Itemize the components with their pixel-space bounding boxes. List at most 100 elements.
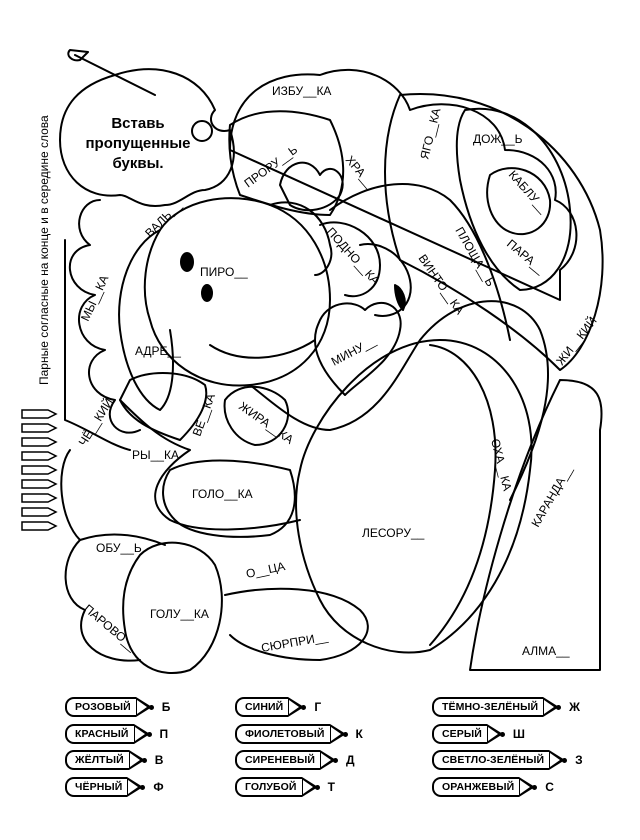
legend-letter: В [154, 753, 164, 767]
legend-letter: Г [314, 700, 322, 714]
legend-letter: С [545, 780, 554, 794]
legend-letter: Д [346, 753, 355, 767]
word-chetkiy: ЧЁ__КИЙ [75, 395, 116, 448]
instruction-line-1: Вставь [111, 115, 164, 132]
legend-color-label: КРАСНЫЙ [65, 724, 134, 744]
background-right-panel [469, 379, 603, 671]
word-podnoska: ПОДНО__КА [324, 225, 383, 288]
word-zhidkiy: ЖИ__КИЙ [553, 313, 600, 367]
tail-shape [119, 372, 208, 441]
pencil-tip-icon [329, 724, 348, 744]
legend-item: ГОЛУБОЙ Т [235, 776, 335, 798]
dog-ear-right [269, 201, 333, 276]
legend-color-label: СВЕТЛО-ЗЕЛЁНЫЙ [432, 750, 550, 770]
legend-item: ТЁМНО-ЗЕЛЁНЫЙ Ж [432, 696, 580, 718]
pencil-tip-icon [133, 724, 152, 744]
hat-region-large [384, 93, 604, 371]
legend-color-label: СЕРЫЙ [432, 724, 487, 744]
paintbrush [67, 49, 156, 96]
dog-paw-top [279, 161, 344, 212]
legend-letter: Ш [512, 727, 525, 741]
legend-item: РОЗОВЫЙ Б [65, 696, 170, 718]
pencil-tip-icon [320, 750, 339, 770]
word-syurpriz: СЮРПРИ__ [260, 629, 329, 655]
legend-item: СИРЕНЕВЫЙ Д [235, 749, 355, 771]
palette-thumb-hole [191, 120, 213, 142]
background-cloud-left [68, 199, 141, 434]
ball [359, 243, 412, 317]
dog-eye-right [201, 284, 213, 302]
pencil-tip-icon [486, 724, 505, 744]
word-golovka: ГОЛО__КА [192, 487, 253, 501]
legend-item: ОРАНЖЕВЫЙ С [432, 776, 554, 798]
legend-letter: Б [161, 700, 171, 714]
instruction-line-2: пропущенные [85, 135, 190, 152]
word-adres: АДРЕ__ [135, 344, 181, 358]
hat-region-inner [455, 107, 572, 291]
legend-letter: Ж [569, 700, 580, 714]
legend-color-label: ГОЛУБОЙ [235, 777, 302, 797]
hat-region-top [486, 167, 552, 236]
word-okha: ОХА__КА [488, 437, 514, 492]
leaf-shape [223, 385, 290, 446]
word-izbushka: ИЗБУ__КА [272, 84, 331, 98]
word-otsa: О__ЦА [245, 559, 287, 581]
word-minus: МИНУ__ [329, 333, 378, 368]
word-kabluk: КАБЛУ__ [506, 168, 551, 216]
bowl-shape [162, 459, 296, 538]
dog-paw-hand [319, 221, 381, 298]
word-myshka: МЫ__КА [78, 273, 111, 323]
cone-large [295, 339, 533, 654]
ball-patch [394, 284, 406, 311]
legend-item: ЖЁЛТЫЙ В [65, 749, 163, 771]
floor-line [79, 533, 166, 546]
word-dozhd: ДОЖ__Ь [473, 132, 523, 146]
word-vinto: ВИНТО__КА [416, 252, 467, 317]
pencil-tip-icon [549, 750, 568, 770]
legend-letter: Т [327, 780, 335, 794]
plate-shape [224, 587, 369, 661]
pencil-tip-icon [543, 697, 562, 717]
word-khrap: ХРА__ [343, 153, 377, 190]
word-obuv: ОБУ__Ь [96, 541, 142, 555]
legend-item: ФИОЛЕТОВЫЙ К [235, 723, 363, 745]
word-karandash: КАРАНДА__ [528, 463, 574, 529]
legend-item: СЕРЫЙ Ш [432, 723, 525, 745]
pencil-tip-icon [301, 777, 320, 797]
heart-shape [314, 301, 402, 396]
word-piro: ПИРО__ [200, 265, 248, 279]
pencils-icon [21, 409, 58, 531]
legend-letter: К [355, 727, 363, 741]
legend-color-label: ЧЁРНЫЙ [65, 777, 128, 797]
background-cloud-top [229, 69, 578, 301]
instruction-line-3: буквы. [112, 155, 163, 172]
legend-letter: З [575, 753, 583, 767]
legend-color-label: СИРЕНЕВЫЙ [235, 750, 321, 770]
legend-item: СИНИЙ Г [235, 696, 321, 718]
legend-item: КРАСНЫЙ П [65, 723, 168, 745]
color-legend: РОЗОВЫЙ Б КРАСНЫЙ П ЖЁЛТЫЙ В ЧЁРНЫЙ Ф СИ… [0, 690, 640, 810]
word-rybka: РЫ__КА [132, 448, 179, 462]
word-golubka: ГОЛУ__КА [150, 607, 209, 621]
coloring-picture: Вставь пропущенные буквы. Парные согласн… [37, 49, 604, 675]
legend-item: СВЕТЛО-ЗЕЛЁНЫЙ З [432, 749, 583, 771]
word-para: ПАРА__ [504, 237, 548, 277]
word-yagodka: ЯГО__КА [417, 107, 443, 161]
legend-color-label: СИНИЙ [235, 697, 289, 717]
legend-letter: Ф [153, 780, 164, 794]
pencil-tip-icon [127, 777, 146, 797]
cone-inner [429, 344, 497, 646]
background-bottom-left [60, 449, 141, 662]
legend-letter: П [159, 727, 169, 741]
hat-brim-curve [329, 183, 511, 341]
background-left-area [64, 239, 131, 451]
dog-mouth [209, 339, 316, 359]
word-lesorub: ЛЕСОРУ__ [362, 526, 425, 540]
bag-shape [228, 110, 345, 216]
legend-color-label: РОЗОВЫЙ [65, 697, 136, 717]
legend-color-label: ТЁМНО-ЗЕЛЁНЫЙ [432, 697, 544, 717]
legend-color-label: ОРАНЖЕВЫЙ [432, 777, 520, 797]
legend-color-label: ЖЁЛТЫЙ [65, 750, 129, 770]
legend-item: ЧЁРНЫЙ Ф [65, 776, 164, 798]
pencil-tip-icon [128, 750, 147, 770]
